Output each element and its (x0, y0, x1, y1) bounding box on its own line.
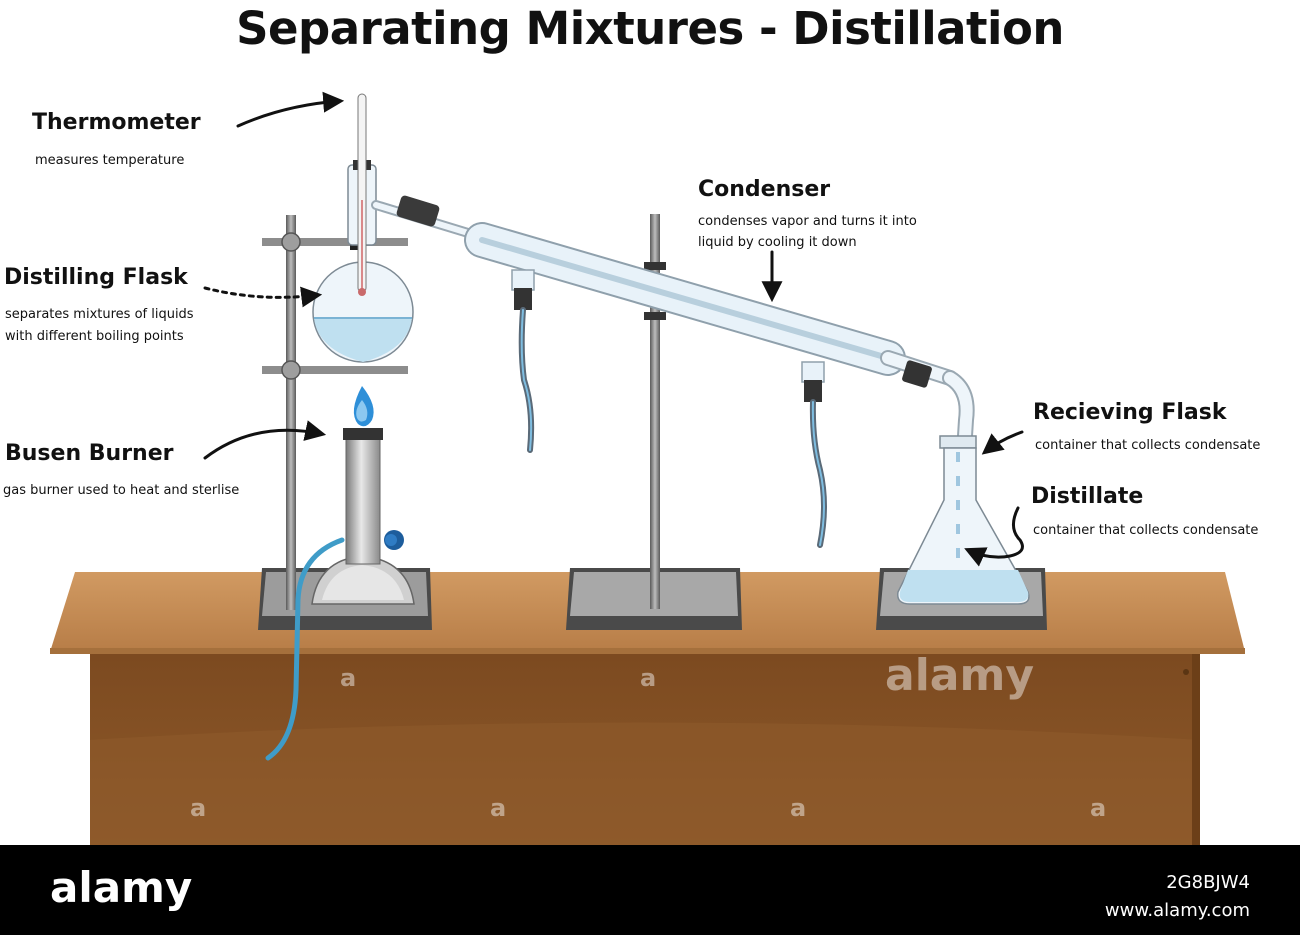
distillate-label: Distillate (1031, 484, 1144, 509)
table-top-edge (50, 648, 1245, 654)
water-tubes (518, 307, 827, 548)
watermark-small: a (640, 664, 657, 692)
condenser (371, 195, 975, 460)
annotation-arrows (203, 91, 1024, 567)
page-title: Separating Mixtures - Distillation (236, 2, 1064, 55)
distilling-flask-desc-2: with different boiling points (5, 329, 184, 344)
watermark-small: a (340, 664, 357, 692)
distilling-flask-label: Distilling Flask (4, 265, 188, 290)
table (50, 572, 1245, 846)
thermometer-desc: measures temperature (35, 153, 185, 168)
distilling-flask-desc-1: separates mixtures of liquids (5, 307, 194, 322)
gas-hose (265, 537, 345, 761)
footer-bar: alamy 2G8BJW4 www.alamy.com (0, 845, 1300, 935)
receiving-flask (897, 435, 1030, 605)
receiving-flask-label: Recieving Flask (1033, 400, 1227, 425)
distillate-arrow (964, 506, 1024, 567)
footer-url: www.alamy.com (1104, 900, 1250, 921)
bunsen-burner (311, 386, 415, 605)
retort-stand-middle (644, 214, 666, 609)
burner-label: Busen Burner (5, 441, 174, 466)
thermometer-arrow (236, 91, 345, 128)
thermometer (357, 93, 367, 296)
footer-logo: alamy (50, 863, 193, 912)
watermark-small: a (790, 794, 807, 822)
thermometer-label: Thermometer (32, 110, 201, 135)
condenser-label: Condenser (698, 177, 831, 202)
burner-desc: gas burner used to heat and sterlise (3, 483, 240, 498)
watermark-small: a (1090, 794, 1107, 822)
watermark: alamy (885, 650, 1034, 701)
image-id: 2G8BJW4 (1166, 872, 1250, 893)
distillate-desc: container that collects condensate (1033, 523, 1259, 538)
watermark-small: a (190, 794, 207, 822)
receiving-flask-arrow (981, 430, 1024, 455)
footer-credit: 2G8BJW4 www.alamy.com (1105, 869, 1250, 925)
distilling-flask-arrow (203, 286, 323, 308)
receiving-flask-desc: container that collects condensate (1035, 438, 1261, 453)
watermark-small: a (490, 794, 507, 822)
condenser-desc-1: condenses vapor and turns it into (698, 214, 917, 229)
condenser-desc-2: liquid by cooling it down (698, 235, 857, 250)
burner-arrow (203, 420, 327, 460)
